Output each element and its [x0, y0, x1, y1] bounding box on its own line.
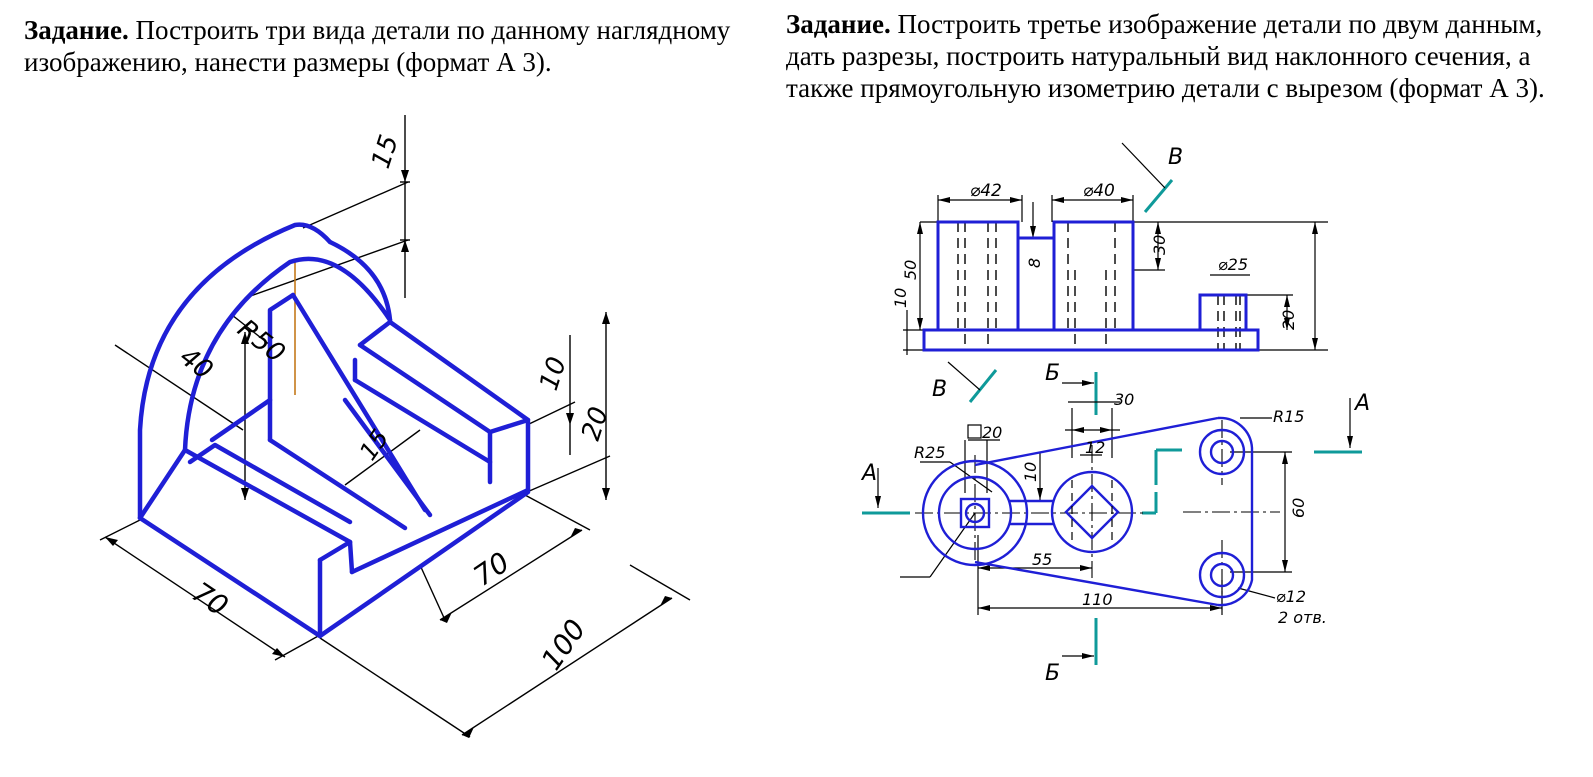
label-a-right: А — [1353, 391, 1370, 416]
front-view: В В ⌀42 ⌀40 50 10 8 30 ⌀25 20 — [891, 142, 1328, 403]
iso-dimension-lines — [99, 115, 691, 738]
task-left-heading: Задание. — [24, 15, 129, 45]
iso-dim-20: 20 — [576, 403, 615, 444]
dim-110: 110 — [1082, 590, 1113, 609]
task-right-heading: Задание. — [786, 9, 891, 39]
task-right-text: Построить третье изображение детали по д… — [786, 9, 1545, 103]
iso-part-contour — [137, 222, 531, 639]
dim-phi42: ⌀42 — [970, 181, 1002, 201]
iso-dim-15: 15 — [366, 131, 405, 172]
dim-12: 12 — [1085, 438, 1105, 457]
dim-60: 60 — [1289, 498, 1308, 518]
dim-sq20: 20 — [982, 423, 1002, 442]
square-symbol — [967, 424, 982, 439]
dim-8: 8 — [1025, 258, 1044, 268]
dim-20: 20 — [1279, 310, 1298, 330]
dim-30: 30 — [1150, 235, 1169, 255]
dim-r25: R25 — [914, 443, 945, 462]
dim-phi40: ⌀40 — [1083, 181, 1115, 201]
label-b-bottom: Б — [1045, 661, 1060, 686]
task-right: Задание. Построить третье изображение де… — [786, 8, 1586, 104]
dim-55: 55 — [1032, 550, 1052, 569]
label-a-left: А — [860, 461, 877, 486]
top-view: Б Б А А — [860, 361, 1370, 686]
dim-phi12: ⌀12 — [1276, 587, 1306, 606]
iso-dim-70b: 70 — [467, 546, 515, 593]
orthographic-drawing: В В ⌀42 ⌀40 50 10 8 30 ⌀25 20 — [860, 142, 1370, 686]
dim-30b: 30 — [1114, 390, 1134, 409]
label-b-top: Б — [1045, 361, 1060, 386]
isometric-drawing: 15 R50 40 10 20 15 70 70 100 — [99, 115, 691, 738]
dim-50: 50 — [901, 260, 920, 280]
label-v-bottom: В — [932, 377, 947, 402]
dim-r15: R15 — [1273, 407, 1304, 426]
dim-holes: 2 отв. — [1278, 608, 1327, 627]
dim-10: 10 — [891, 288, 910, 308]
iso-arrows — [105, 170, 672, 738]
iso-dim-10: 10 — [534, 353, 573, 394]
dim-10b: 10 — [1021, 462, 1040, 482]
task-left: Задание. Построить три вида детали по да… — [24, 14, 769, 78]
iso-dim-70a: 70 — [186, 575, 234, 622]
task-left-text: Построить три вида детали по данному наг… — [24, 15, 731, 77]
iso-dim-100: 100 — [535, 613, 593, 676]
dim-phi25: ⌀25 — [1218, 255, 1248, 274]
label-v-top: В — [1168, 145, 1183, 170]
